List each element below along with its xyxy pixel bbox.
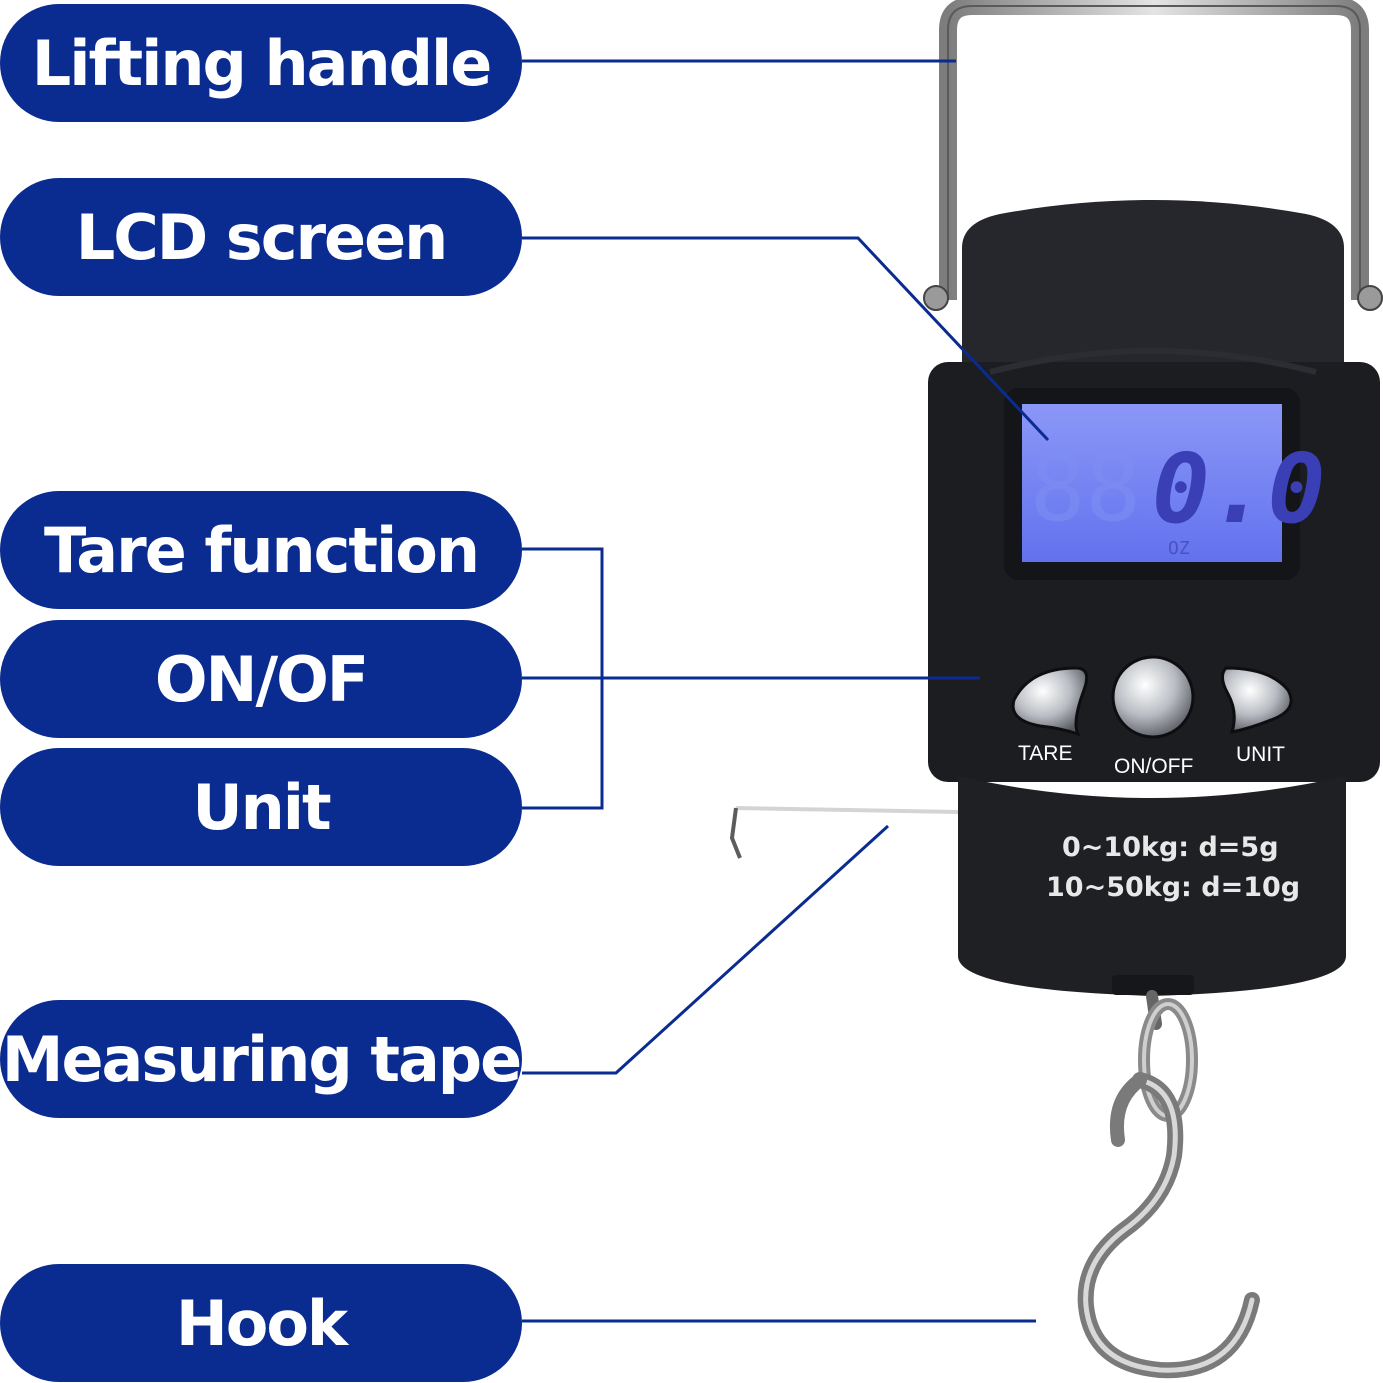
on-off-button[interactable]: [1111, 655, 1195, 739]
label-lcd-screen: LCD screen: [0, 178, 522, 296]
svg-text:88: 88: [1030, 435, 1141, 542]
spec-line-1: 0~10kg: d=5g: [1062, 832, 1279, 863]
unit-button[interactable]: [1221, 666, 1293, 734]
label-measuring-tape: Measuring tape: [0, 1000, 522, 1118]
tare-button[interactable]: [1011, 666, 1089, 737]
device-top-cap: [962, 200, 1344, 365]
unit-button-label: UNIT: [1236, 743, 1285, 766]
connector-lcd-screen: [522, 236, 1050, 442]
device-lower-body: [958, 776, 1346, 996]
lcd-unit: OZ: [1168, 538, 1190, 559]
label-hook: Hook: [0, 1264, 522, 1382]
hook: [1077, 990, 1260, 1379]
spec-line-2: 10~50kg: d=10g: [1046, 872, 1300, 903]
on-off-button-label: ON/OFF: [1114, 755, 1193, 778]
connector-measuring-tape: [522, 824, 890, 1075]
lifting-handle: [923, 0, 1383, 311]
label-tare-function: Tare function: [0, 491, 522, 609]
lcd-reading: 0.0: [1152, 433, 1325, 545]
lcd-screen: [1022, 404, 1282, 562]
label-on-off: ON/OF: [0, 620, 522, 738]
measuring-tape: [729, 806, 959, 859]
connector-lines: [522, 59, 1050, 1323]
label-lifting-handle: Lifting handle: [0, 4, 522, 122]
tare-button-label: TARE: [1018, 742, 1072, 765]
label-unit: Unit: [0, 748, 522, 866]
